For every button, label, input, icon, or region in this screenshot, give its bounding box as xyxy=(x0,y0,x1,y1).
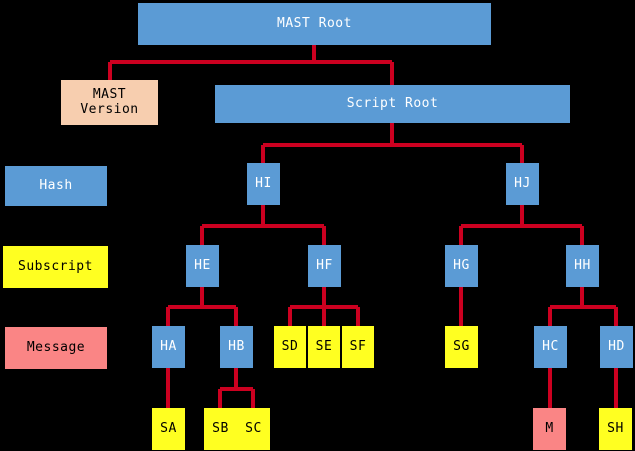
node-label-sh: SH xyxy=(607,420,624,436)
node-sb[interactable]: SB xyxy=(204,408,237,450)
node-ha[interactable]: HA xyxy=(152,326,185,368)
node-label-ha: HA xyxy=(160,338,177,354)
node-sg[interactable]: SG xyxy=(445,326,478,368)
node-label-sa: SA xyxy=(160,420,177,436)
node-label-sb: SB xyxy=(212,420,229,436)
node-sc[interactable]: SC xyxy=(237,408,270,450)
node-hc[interactable]: HC xyxy=(534,326,567,368)
node-script-root[interactable]: Script Root xyxy=(215,85,570,123)
node-label-mast-version: MAST Version xyxy=(80,86,139,117)
node-label-sc: SC xyxy=(245,420,262,436)
node-label-hh: HH xyxy=(574,257,591,273)
node-label-he: HE xyxy=(194,257,211,273)
legend-item-message: Message xyxy=(5,327,107,369)
node-he[interactable]: HE xyxy=(186,245,219,287)
node-label-hi: HI xyxy=(255,175,272,191)
node-hh[interactable]: HH xyxy=(566,245,599,287)
node-label-sd: SD xyxy=(281,338,299,354)
node-sa[interactable]: SA xyxy=(152,408,185,450)
node-label-hd: HD xyxy=(608,338,625,354)
node-hf[interactable]: HF xyxy=(308,245,341,287)
node-label-script-root: Script Root xyxy=(346,95,439,111)
node-mast-version[interactable]: MAST Version xyxy=(61,80,158,125)
node-hd[interactable]: HD xyxy=(600,326,633,368)
node-label-hg: HG xyxy=(453,257,470,273)
node-hj[interactable]: HJ xyxy=(506,163,539,205)
node-hg[interactable]: HG xyxy=(445,245,478,287)
legend-label-subscript: Subscript xyxy=(18,258,93,274)
node-m[interactable]: M xyxy=(533,408,566,450)
legend-item-hash: Hash xyxy=(5,166,107,206)
node-sf[interactable]: SF xyxy=(342,326,374,368)
node-label-hj: HJ xyxy=(514,175,531,191)
node-hi[interactable]: HI xyxy=(247,163,280,205)
node-label-m: M xyxy=(545,420,554,436)
node-label-mast-root: MAST Root xyxy=(277,15,352,31)
node-sd[interactable]: SD xyxy=(274,326,306,368)
legend-item-subscript: Subscript xyxy=(3,246,108,288)
node-label-sf: SF xyxy=(349,338,367,354)
node-se[interactable]: SE xyxy=(308,326,340,368)
node-hb[interactable]: HB xyxy=(220,326,253,368)
node-label-hb: HB xyxy=(228,338,245,354)
node-sh[interactable]: SH xyxy=(599,408,632,450)
node-label-se: SE xyxy=(315,338,333,354)
node-label-hc: HC xyxy=(542,338,559,354)
node-label-sg: SG xyxy=(453,338,470,354)
node-mast-root[interactable]: MAST Root xyxy=(138,3,491,45)
legend-label-message: Message xyxy=(26,339,86,355)
legend-label-hash: Hash xyxy=(39,177,73,193)
node-label-hf: HF xyxy=(316,257,333,273)
